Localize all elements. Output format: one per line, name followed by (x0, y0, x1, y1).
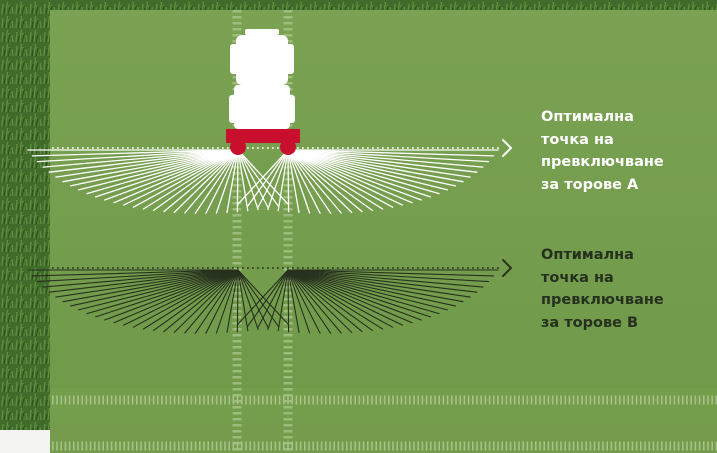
spray-line (237, 150, 238, 212)
diagram-panel (50, 10, 717, 453)
spray-line (288, 270, 289, 332)
spray-line (237, 270, 238, 332)
label-fertilizer-b: Оптимална точка на превключване за торов… (541, 244, 711, 334)
spray-line (288, 150, 289, 212)
label-fertilizer-a: Оптимална точка на превключване за торов… (541, 106, 711, 196)
tractor-icon (229, 29, 295, 129)
